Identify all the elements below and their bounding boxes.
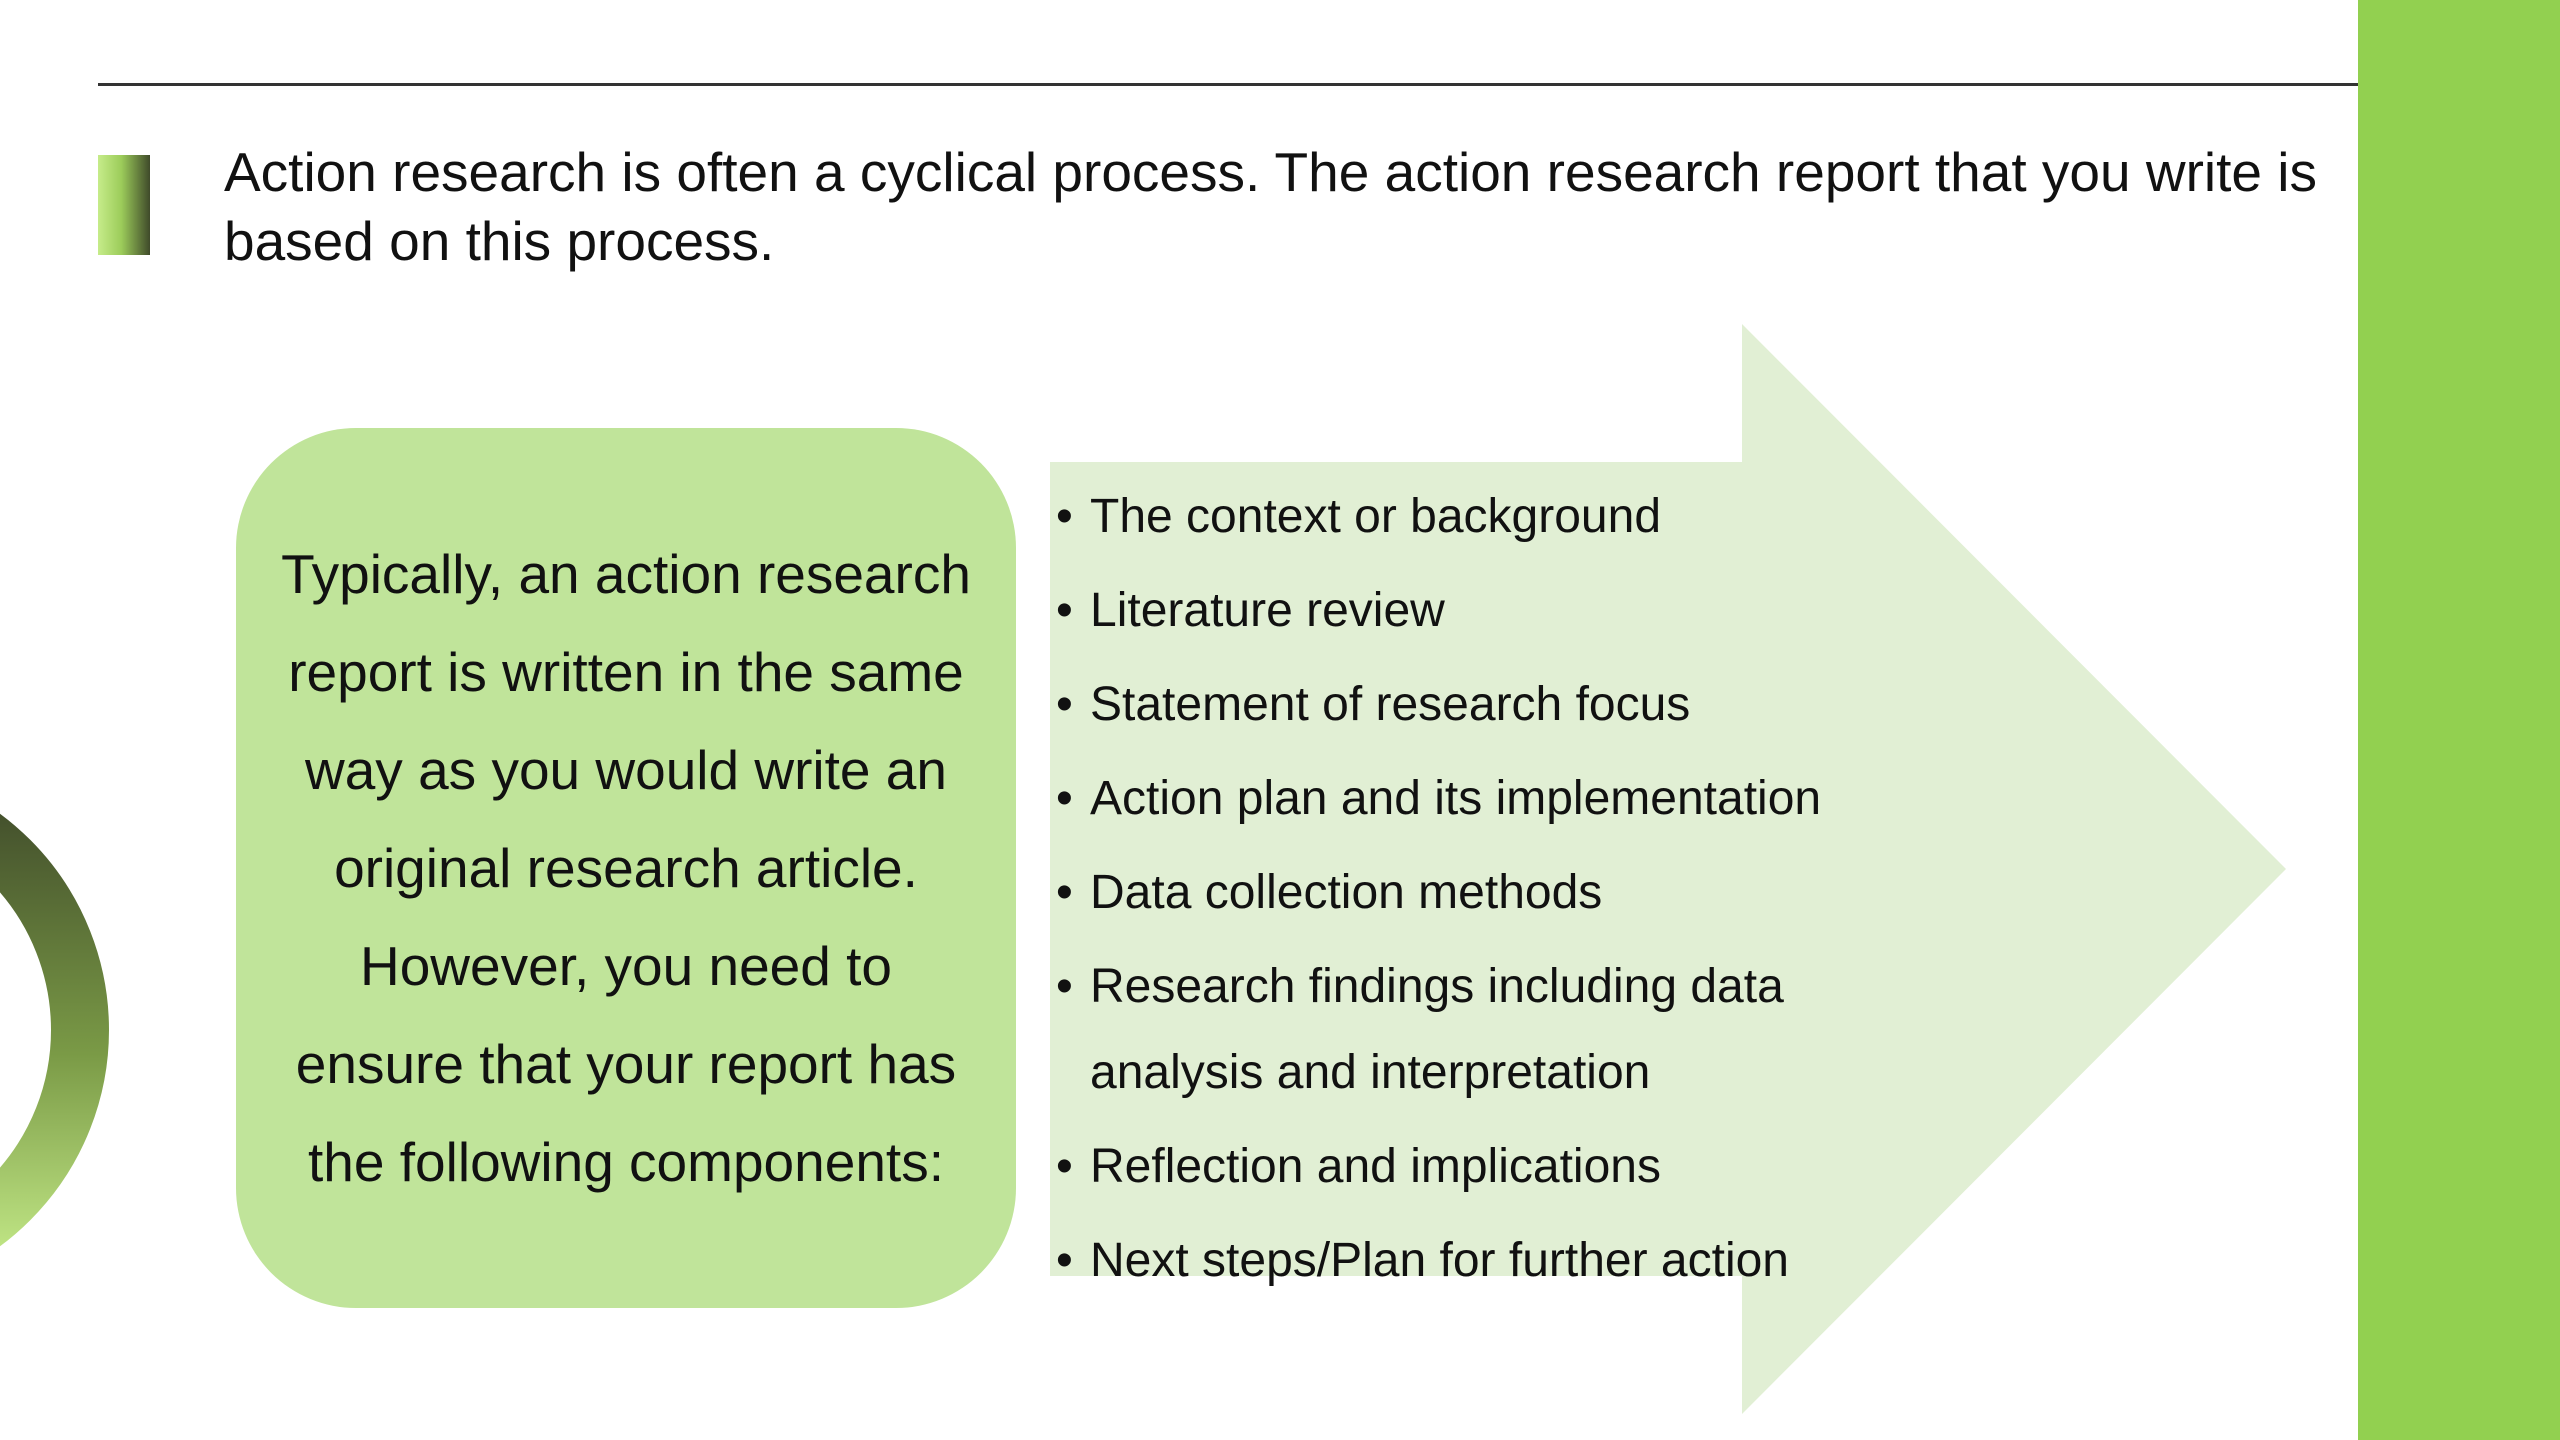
list-item-text: Data collection methods (1090, 866, 1603, 919)
list-item-text: Research findings including data analysi… (1090, 960, 1784, 1099)
bullet-icon: • (1056, 772, 1073, 825)
components-list: • The context or background • Literature r… (1056, 474, 2256, 1312)
list-item: • Research findings including data analys… (1056, 944, 1850, 1116)
top-divider-line (98, 83, 2358, 86)
intro-text: Action research is often a cyclical proc… (224, 141, 2317, 272)
bullet-icon: • (1056, 960, 1073, 1013)
components-arrow (1050, 324, 2286, 1414)
bullet-icon: • (1056, 584, 1073, 637)
intro-accent-bar (98, 155, 150, 255)
bullet-icon: • (1056, 1234, 1073, 1287)
summary-box: Typically, an action research report is … (236, 428, 1016, 1308)
decorative-ring (0, 813, 109, 1247)
list-item: • Statement of research focus (1056, 662, 2256, 748)
list-item-text: Action plan and its implementation (1090, 772, 1822, 825)
list-item: • Data collection methods (1056, 850, 2256, 936)
list-item: • Action plan and its implementation (1056, 756, 2256, 842)
list-item: • The context or background (1056, 474, 2256, 560)
summary-text: Typically, an action research report is … (281, 543, 971, 1193)
bullet-icon: • (1056, 1140, 1073, 1193)
list-item-text: Next steps/Plan for further action (1090, 1234, 1789, 1287)
list-item-text: Literature review (1090, 584, 1445, 637)
bullet-icon: • (1056, 678, 1073, 731)
list-item: • Next steps/Plan for further action (1056, 1218, 2256, 1304)
bullet-icon: • (1056, 866, 1073, 919)
list-item-text: The context or background (1090, 490, 1662, 543)
bullet-icon: • (1056, 490, 1073, 543)
arrow-shape (1050, 324, 2286, 1414)
list-item: • Literature review (1056, 568, 2256, 654)
list-item-text: Statement of research focus (1090, 678, 1691, 731)
list-item-text: Reflection and implications (1090, 1140, 1661, 1193)
list-item: • Reflection and implications (1056, 1124, 2256, 1210)
right-accent-band (2358, 0, 2560, 1440)
